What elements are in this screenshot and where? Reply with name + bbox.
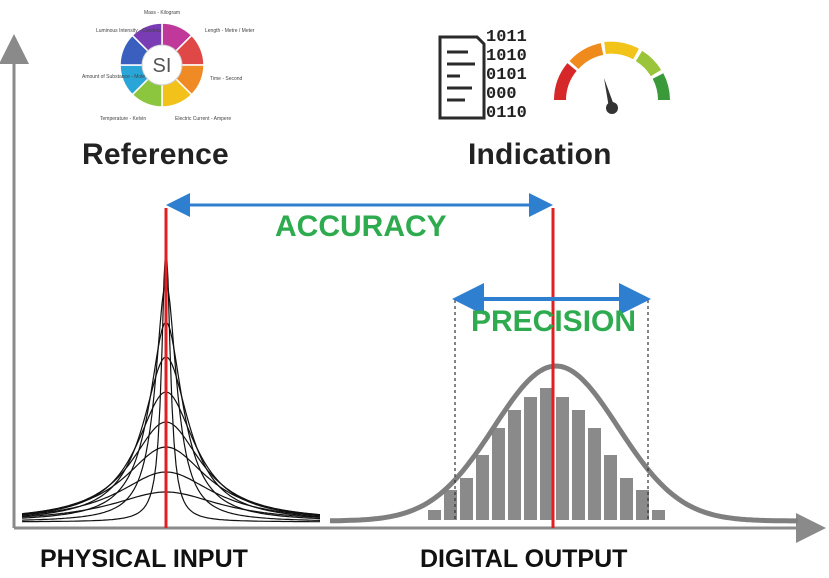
histogram-bar [524, 397, 537, 520]
binary-row: 1011 [486, 28, 527, 47]
si-unit-length: Length - Metre / Meter [205, 28, 255, 34]
si-unit-current: Electric Current - Ampere [175, 116, 231, 122]
si-units-wheel-icon: SI [119, 22, 205, 108]
binary-row: 0110 [486, 104, 527, 123]
histogram-bar [428, 510, 441, 520]
input-curve [21, 471, 321, 517]
si-center-label: SI [153, 55, 172, 77]
binary-row: 1010 [486, 47, 527, 66]
precision-label: PRECISION [471, 305, 637, 338]
gaussian-curve [330, 363, 798, 524]
histogram-bar [540, 388, 553, 520]
indication-label: Indication [468, 138, 612, 171]
binary-digits: 1011 1010 0101 000 0110 [486, 28, 527, 123]
input-curve [21, 241, 320, 523]
histogram-bar [556, 397, 569, 520]
si-unit-mass: Mass - Kilogram [144, 10, 180, 16]
histogram-bar [508, 410, 521, 520]
physical-input-label: PHYSICAL INPUT [40, 545, 248, 573]
digital-output-histogram [428, 388, 665, 520]
physical-input-curves [21, 241, 321, 523]
si-unit-amount: Amount of Substance - Mole [82, 74, 145, 80]
histogram-bar [492, 428, 505, 520]
input-curve [21, 391, 321, 516]
histogram-bar [604, 455, 617, 520]
binary-document-icon [438, 35, 486, 120]
input-curve [21, 491, 321, 518]
si-unit-temperature: Temperature - Kelvin [100, 116, 146, 122]
si-unit-time: Time - Second [210, 76, 243, 82]
reference-label: Reference [82, 138, 229, 171]
histogram-bar [620, 478, 633, 520]
digital-output-label: DIGITAL OUTPUT [420, 545, 628, 573]
histogram-bar [652, 510, 665, 520]
input-curve [21, 446, 321, 516]
histogram-bar [476, 455, 489, 520]
input-curve [21, 421, 321, 516]
binary-row: 0101 [486, 66, 527, 85]
input-curve [21, 321, 321, 520]
histogram-bar [444, 490, 457, 520]
histogram-bar [572, 410, 585, 520]
histogram-bar [588, 428, 601, 520]
binary-row: 000 [486, 85, 517, 104]
histogram-bar [460, 478, 473, 520]
input-curve [21, 280, 321, 521]
si-unit-luminous: Luminous Intensity - Candela [96, 28, 161, 34]
accuracy-label: ACCURACY [275, 210, 447, 243]
histogram-bar [636, 490, 649, 520]
gauge-meter-icon [554, 41, 670, 114]
